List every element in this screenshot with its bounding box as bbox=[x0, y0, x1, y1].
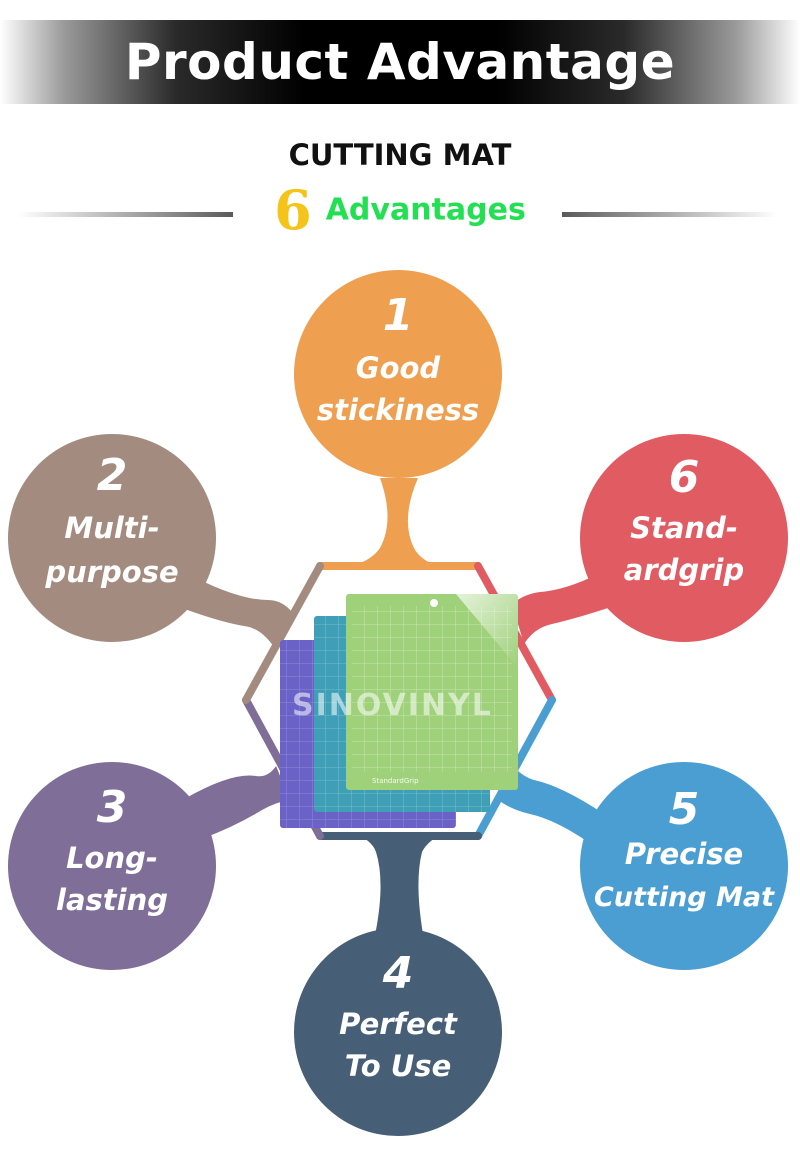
bubble-3: 3 Long- lasting bbox=[8, 762, 216, 970]
connector-4 bbox=[352, 832, 446, 940]
bubble-3-line2: lasting bbox=[56, 883, 168, 917]
bubble-3-line1: Long- bbox=[66, 841, 158, 875]
advantages-count: 6 bbox=[274, 178, 312, 242]
bubble-1: 1 Good stickiness bbox=[294, 270, 502, 478]
divider-left bbox=[18, 212, 233, 217]
bubble-2-line2: purpose bbox=[44, 555, 178, 589]
connector-1 bbox=[352, 478, 438, 566]
bubble-4-line1: Perfect bbox=[339, 1007, 458, 1041]
bubble-6: 6 Stand- ardgrip bbox=[580, 434, 788, 642]
bubble-6-number: 6 bbox=[669, 452, 700, 503]
bubble-6-line1: Stand- bbox=[630, 511, 738, 545]
connector-6 bbox=[512, 574, 614, 644]
cutting-mats-image: SINOVINYL StandardGrip bbox=[280, 594, 518, 828]
bubble-1-line2: stickiness bbox=[317, 393, 479, 427]
page-title: Product Advantage bbox=[124, 33, 676, 91]
bubble-5: 5 Precise Cutting Mat bbox=[580, 762, 788, 970]
advantages-word: Advantages bbox=[325, 192, 526, 228]
bubble-2-line1: Multi- bbox=[64, 511, 159, 545]
mat-label: StandardGrip bbox=[372, 777, 419, 785]
bubble-4: 4 Perfect To Use bbox=[294, 928, 502, 1136]
watermark: SINOVINYL bbox=[292, 688, 493, 723]
bubble-2-number: 2 bbox=[97, 450, 128, 501]
connector-3 bbox=[186, 766, 290, 838]
connector-5 bbox=[498, 760, 604, 842]
subtitle: CUTTING MAT bbox=[288, 138, 512, 172]
divider-right bbox=[562, 212, 777, 217]
advantages-heading: 6 Advantages bbox=[0, 178, 800, 248]
bubble-5-line2: Cutting Mat bbox=[594, 882, 775, 913]
bubble-4-number: 4 bbox=[382, 948, 414, 999]
bubble-5-line1: Precise bbox=[625, 837, 743, 871]
bubble-1-number: 1 bbox=[383, 290, 414, 341]
bubble-5-number: 5 bbox=[669, 784, 700, 835]
bubble-6-line2: ardgrip bbox=[624, 553, 744, 587]
bubble-2: 2 Multi- purpose bbox=[8, 434, 216, 642]
bubble-1-line1: Good bbox=[356, 351, 441, 385]
bubble-3-number: 3 bbox=[97, 782, 128, 833]
header-banner bbox=[0, 20, 800, 104]
bubble-4-line2: To Use bbox=[345, 1049, 452, 1083]
connector-2 bbox=[182, 578, 292, 650]
